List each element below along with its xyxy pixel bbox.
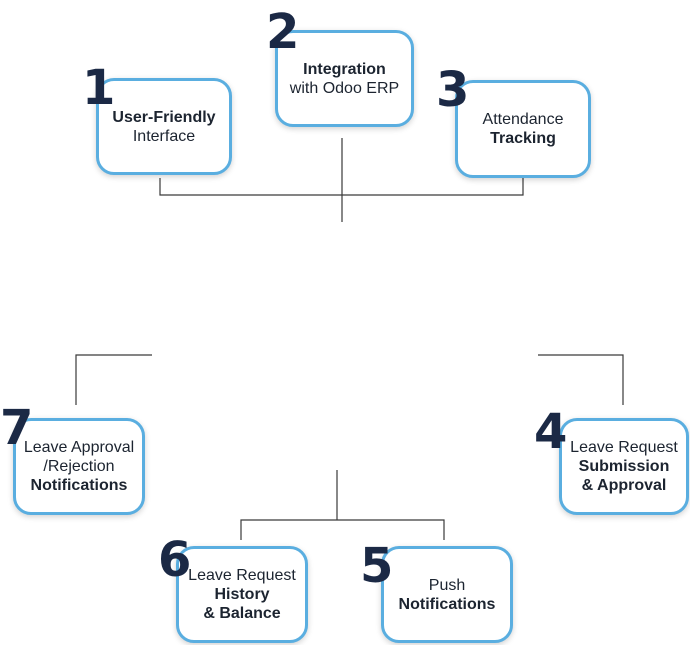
feature-7-line2: /Rejection: [43, 458, 115, 475]
feature-4-line3: & Approval: [581, 477, 667, 494]
feature-1-subtitle: Interface: [132, 127, 196, 145]
feature-box-4: Leave Request Submission & Approval: [559, 418, 689, 515]
feature-box-1: User-Friendly Interface: [96, 78, 232, 175]
feature-number-3: 3: [436, 62, 470, 118]
connector-right: [538, 354, 624, 405]
connector-left: [75, 354, 152, 405]
feature-number-1: 1: [82, 60, 116, 116]
feature-7-line1: Leave Approval: [23, 439, 135, 456]
feature-box-6: Leave Request History & Balance: [176, 546, 308, 643]
feature-6-line3: & Balance: [203, 605, 281, 622]
feature-number-6: 6: [158, 532, 192, 588]
feature-4-line2: Submission: [578, 458, 670, 475]
feature-3-title: Attendance: [482, 111, 564, 128]
feature-box-7: Leave Approval /Rejection Notifications: [13, 418, 145, 515]
feature-box-2: Integration with Odoo ERP: [275, 30, 414, 127]
feature-1-title: User-Friendly: [112, 108, 216, 126]
feature-4-line1: Leave Request: [570, 439, 678, 456]
feature-3-subtitle: Tracking: [490, 130, 556, 147]
feature-number-7: 7: [0, 400, 34, 456]
feature-5-line1: Push: [428, 576, 466, 594]
feature-2-title: Integration: [303, 60, 386, 78]
feature-5-line2: Notifications: [398, 595, 496, 613]
feature-number-5: 5: [360, 538, 394, 594]
feature-6-line2: History: [214, 586, 270, 603]
connector-bottom: [240, 519, 445, 540]
feature-box-3: Attendance Tracking: [455, 80, 591, 178]
feature-box-5: Push Notifications: [381, 546, 513, 643]
feature-7-line3: Notifications: [30, 477, 128, 494]
feature-6-line1: Leave Request: [188, 567, 296, 584]
feature-number-2: 2: [266, 4, 300, 60]
feature-2-subtitle: with Odoo ERP: [289, 79, 400, 97]
feature-number-4: 4: [534, 404, 568, 460]
